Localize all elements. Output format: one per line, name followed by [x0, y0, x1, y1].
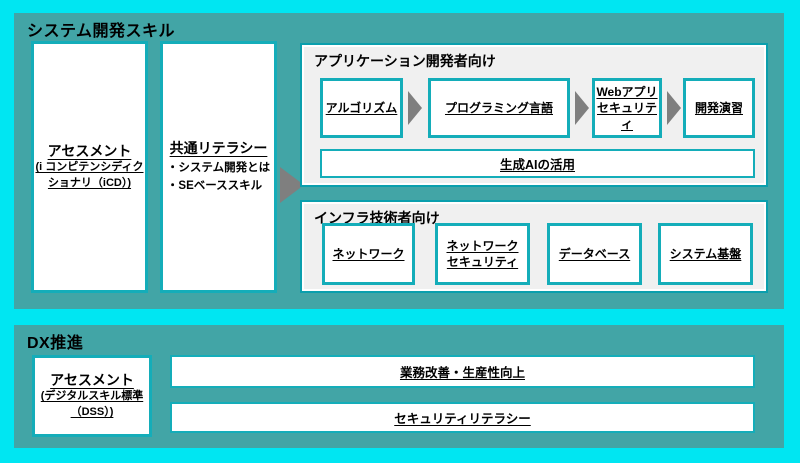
programming-language-label: プログラミング言語 — [444, 100, 553, 115]
generative-ai-label: 生成AIの活用 — [499, 158, 575, 172]
infra-engineer-panel: インフラ技術者向け ネットワーク ネットワーク セキュリティ データベース シス… — [300, 200, 768, 293]
business-improvement-box: 業務改善・生産性向上 — [170, 355, 755, 388]
network-label: ネットワーク — [332, 246, 405, 261]
common-literacy-bullets: ・システム開発とは ・SEベーススキル — [167, 160, 270, 195]
network-security-label-line2: セキュリティ — [446, 255, 519, 269]
programming-language-box: プログラミング言語 — [428, 78, 570, 138]
dev-exercise-label: 開発演習 — [694, 100, 743, 115]
common-literacy-label: 共通リテラシー — [169, 140, 268, 157]
algorithm-label: アルゴリズム — [325, 100, 398, 115]
network-security-label-line1: ネットワーク — [446, 238, 519, 253]
algorithm-box: アルゴリズム — [320, 78, 403, 138]
assessment-dss-box: アセスメント (デジタルスキル標準 （DSS）) — [32, 355, 152, 437]
system-platform-label: システム基盤 — [669, 246, 742, 261]
assessment-dss-sub-line2: （DSS）) — [70, 406, 114, 419]
app-developer-panel: アプリケーション開発者向け アルゴリズム プログラミング言語 Webアプリ セキ… — [300, 43, 768, 187]
infra-engineer-title: インフラ技術者向け — [314, 210, 440, 226]
security-literacy-label: セキュリティリテラシー — [394, 412, 531, 426]
webapp-security-box: Webアプリ セキュリティ — [592, 78, 662, 138]
assessment-icd-sub-line2: ショナリ（iCD）) — [47, 177, 132, 190]
assessment-icd-box: アセスメント (i コンピテンシディク ショナリ（iCD）) — [31, 41, 148, 293]
database-label: データベース — [558, 246, 631, 261]
common-literacy-bullet-2: ・SEベーススキル — [166, 179, 263, 192]
assessment-dss-label: アセスメント — [50, 371, 134, 388]
dev-exercise-box: 開発演習 — [683, 78, 755, 138]
common-literacy-box: 共通リテラシー ・システム開発とは ・SEベーススキル — [160, 41, 277, 293]
business-improvement-label: 業務改善・生産性向上 — [399, 366, 525, 380]
flow-arrow-icon-2 — [575, 91, 589, 125]
assessment-dss-sub-line1: (デジタルスキル標準 — [40, 390, 144, 403]
network-security-box: ネットワーク セキュリティ — [435, 223, 530, 285]
security-literacy-box: セキュリティリテラシー — [170, 402, 755, 433]
system-skills-panel: システム開発スキル アセスメント (i コンピテンシディク ショナリ（iCD）)… — [14, 13, 784, 309]
system-platform-box: システム基盤 — [658, 223, 753, 285]
generative-ai-box: 生成AIの活用 — [320, 149, 755, 178]
flow-arrow-icon-3 — [667, 91, 681, 125]
database-box: データベース — [547, 223, 642, 285]
common-literacy-bullet-1: ・システム開発とは — [166, 162, 271, 175]
webapp-security-label-line1: Webアプリ — [596, 84, 658, 99]
app-developer-title: アプリケーション開発者向け — [314, 53, 496, 69]
webapp-security-label-line2: セキュリティ — [596, 100, 657, 132]
system-skills-title: システム開発スキル — [27, 23, 176, 40]
dx-promotion-title: DX推進 — [27, 335, 84, 352]
dx-promotion-panel: DX推進 アセスメント (デジタルスキル標準 （DSS）) 業務改善・生産性向上… — [14, 325, 784, 448]
flow-arrow-icon-1 — [408, 91, 422, 125]
network-box: ネットワーク — [322, 223, 415, 285]
assessment-icd-sub-line1: (i コンピテンシディク — [35, 161, 144, 174]
assessment-icd-label: アセスメント — [47, 142, 132, 159]
